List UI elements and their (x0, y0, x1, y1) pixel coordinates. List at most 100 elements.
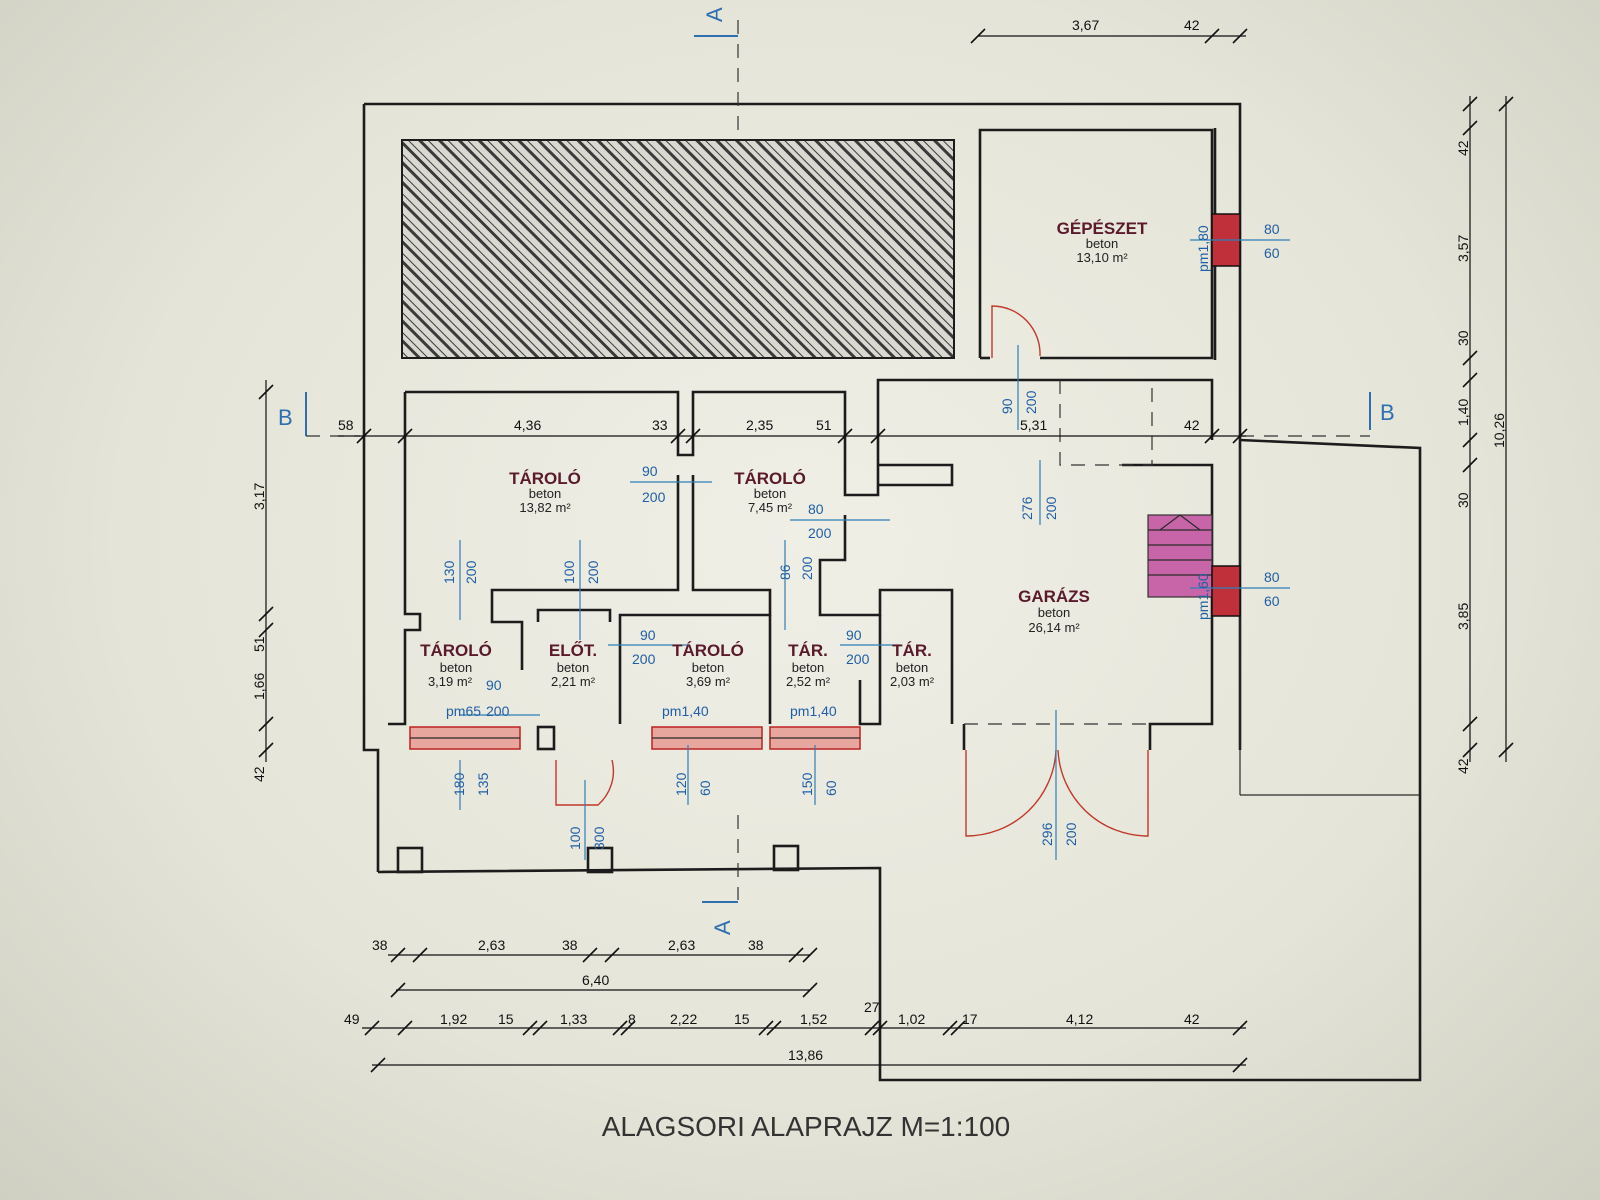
opening-label: 296 (1039, 822, 1055, 846)
room-area: 13,82 m² (519, 500, 571, 515)
dim-b-1: 4,36 (514, 417, 541, 433)
opening-label: 120 (673, 772, 689, 796)
opening-label: pm1,40 (662, 703, 709, 719)
dim-bot2: 6,40 (582, 972, 609, 988)
opening-label: 135 (475, 772, 491, 796)
interior-walls (388, 378, 1214, 750)
dim-right-1: 3,57 (1455, 235, 1471, 262)
opening-markers (459, 239, 1290, 860)
dim-bottom-total: 13,86 (788, 1047, 823, 1063)
hidden-line-garage (1059, 380, 1153, 466)
dimension-tick (758, 1020, 774, 1036)
opening-label: 90 (846, 627, 862, 643)
opening-labels: 80 60 pm1,80 90 200 276 200 90 200 80 20… (441, 221, 1280, 850)
window-strips (409, 726, 861, 750)
room-name: TÁROLÓ (420, 641, 492, 660)
dim-right-5: 3,85 (1455, 603, 1471, 630)
dimension-tick (1462, 96, 1478, 112)
room-eloter: ELŐT. beton 2,21 m² (549, 641, 597, 689)
exterior-walls (362, 102, 1422, 1082)
opening-label: pm1,80 (1195, 225, 1211, 272)
dim-right-2: 30 (1455, 330, 1471, 346)
opening-label: 80 (808, 501, 824, 517)
opening-label: 200 (486, 703, 510, 719)
opening-label: 200 (642, 489, 666, 505)
dim-b-2: 33 (652, 417, 668, 433)
opening-label: 90 (486, 677, 502, 693)
room-tar-2: TÁR. beton 2,03 m² (890, 641, 935, 689)
dim-bot3-9: 1,02 (898, 1011, 925, 1027)
dimension-tick (397, 428, 413, 444)
dim-bot3-4: 8 (628, 1011, 636, 1027)
room-gepeszet: GÉPÉSZET beton 13,10 m² (1057, 219, 1148, 265)
dim-left-2: 1,66 (251, 673, 267, 700)
dimension-tick (1462, 432, 1478, 448)
dimension-tick (612, 1020, 628, 1036)
hatched-fill-area (401, 139, 955, 359)
section-mark-a: A A (694, 7, 739, 935)
opening-label: pm1,60 (1195, 573, 1211, 620)
dimension-tick (872, 1020, 888, 1036)
opening-label: 100 (561, 560, 577, 584)
room-floor: beton (1086, 236, 1119, 251)
dim-bot3-1: 1,92 (440, 1011, 467, 1027)
room-tar-1: TÁR. beton 2,52 m² (786, 641, 831, 689)
opening-label: 200 (585, 560, 601, 584)
dim-b-5: 5,31 (1020, 417, 1047, 433)
dimension-tick (1462, 120, 1478, 136)
room-area: 3,19 m² (428, 674, 473, 689)
room-floor: beton (529, 486, 562, 501)
opening-label: 200 (1023, 390, 1039, 414)
room-name: GARÁZS (1018, 587, 1090, 606)
dimension-tick (1498, 96, 1514, 112)
room-name: GÉPÉSZET (1057, 219, 1148, 238)
room-floor: beton (440, 660, 473, 675)
opening-label: 200 (632, 651, 656, 667)
dim-left-0: 3,17 (251, 483, 267, 510)
room-name: TÁR. (788, 641, 828, 660)
dimension-tick (1232, 1057, 1248, 1073)
dim-left-3: 42 (251, 766, 267, 782)
dimension-tick (1498, 742, 1514, 758)
dim-left-1: 51 (251, 636, 267, 652)
dim-bot3-11: 4,12 (1066, 1011, 1093, 1027)
room-floor: beton (896, 660, 929, 675)
dimension-tick (522, 1020, 538, 1036)
dimension-tick (412, 947, 428, 963)
dim-bot1-1: 2,63 (478, 937, 505, 953)
dim-right-3: 1,40 (1455, 399, 1471, 426)
opening-label: 60 (1264, 245, 1280, 261)
opening-label: 300 (591, 826, 607, 850)
dimension-tick (802, 947, 818, 963)
section-label-a-top: A (702, 7, 727, 22)
opening-label: 180 (451, 772, 467, 796)
dimension-tick (970, 28, 986, 44)
room-area: 2,03 m² (890, 674, 935, 689)
door-swings (555, 305, 1149, 837)
dim-right-total: 10,26 (1491, 413, 1507, 448)
room-area: 2,21 m² (551, 674, 596, 689)
dimension-tick (1232, 428, 1248, 444)
opening-label: pm65 (446, 703, 481, 719)
dimension-tick (766, 1020, 782, 1036)
room-tarolo-small-2: TÁROLÓ beton 3,69 m² (672, 641, 744, 689)
opening-label: 150 (799, 772, 815, 796)
opening-label: 60 (823, 780, 839, 796)
opening-label: 86 (777, 564, 793, 580)
dim-bot3-7: 1,52 (800, 1011, 827, 1027)
opening-label: 200 (1063, 822, 1079, 846)
dim-bot3-3: 1,33 (560, 1011, 587, 1027)
room-floor: beton (557, 660, 590, 675)
room-name: TÁROLÓ (509, 469, 581, 488)
room-name: TÁR. (892, 641, 932, 660)
opening-label: 200 (799, 556, 815, 580)
dimension-tick (390, 947, 406, 963)
dim-bot3-0: 49 (344, 1011, 360, 1027)
opening-label: pm1,40 (790, 703, 837, 719)
section-label-b-left: B (278, 405, 293, 430)
dim-top-b: 42 (1184, 17, 1200, 33)
dimension-tick (258, 384, 274, 400)
dimension-tick (397, 1020, 413, 1036)
dimension-ticks (258, 28, 1514, 1073)
dim-bot1-3: 2,63 (668, 937, 695, 953)
